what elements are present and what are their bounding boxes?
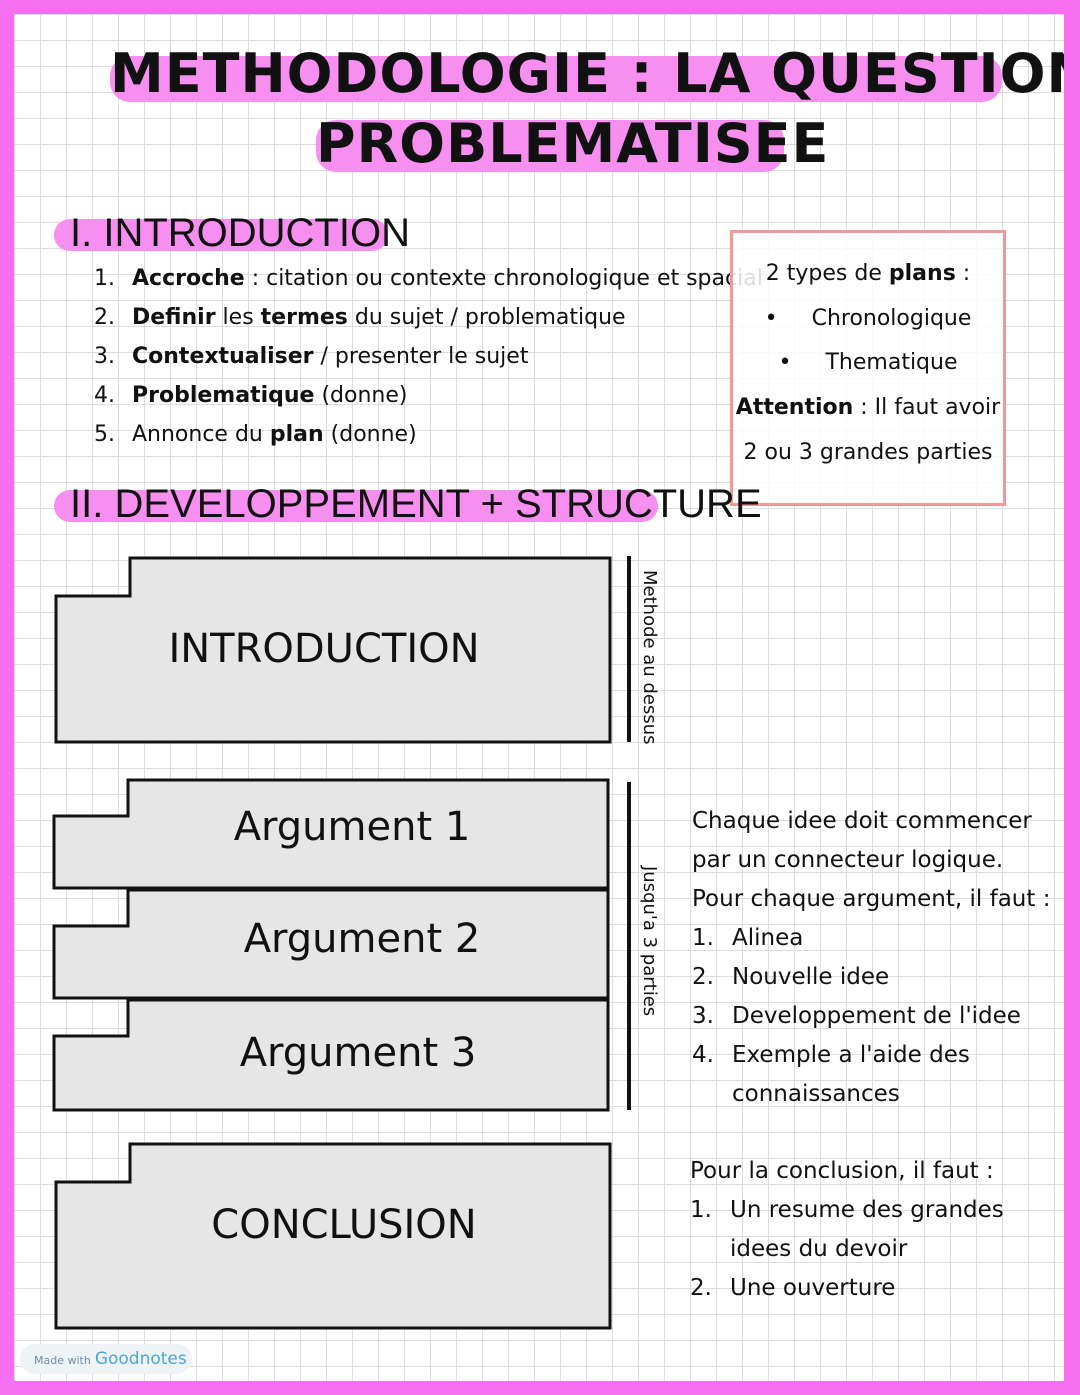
introduction-block-shape [54, 556, 612, 744]
argument-1-block-shape [52, 778, 610, 890]
conclusion-note-line-1: Pour la conclusion, il faut : [690, 1158, 994, 1184]
intro-side-label: Methode au dessus [639, 570, 660, 745]
list-item: 1.Accroche : citation ou contexte chrono… [94, 266, 763, 291]
argument-3-block: Argument 3 [52, 998, 612, 1114]
plans-info-box: 2 types de plans : •Chronologique •Thema… [730, 230, 1006, 506]
arguments-side-line [627, 782, 631, 1110]
title-highlight-2 [316, 120, 784, 172]
arguments-note-line-3: Pour chaque argument, il faut : [692, 886, 1051, 912]
argument-3-label: Argument 3 [239, 1030, 477, 1076]
argument-2-block: Argument 2 [52, 888, 612, 1002]
goodnotes-logo: Goodnotes [94, 1349, 187, 1369]
list-item: 4.Exemple a l'aide des [692, 1042, 970, 1068]
intro-side-line [627, 556, 631, 742]
list-item: 3.Developpement de l'idee [692, 1003, 1021, 1029]
list-item: 1.Alinea [692, 925, 804, 951]
section2-highlight [54, 490, 658, 522]
plans-box-line-5: 2 ou 3 grandes parties [743, 440, 993, 465]
section2-heading: II. DEVELOPPEMENT + STRUCTURE [70, 482, 762, 526]
argument-1-label: Argument 1 [233, 804, 471, 850]
arguments-side-label: Jusqu'a 3 parties [639, 866, 660, 1017]
conclusion-block-label: CONCLUSION [211, 1202, 477, 1248]
page: METHODOLOGIE : LA QUESTION PROBLEMATISEE… [14, 14, 1064, 1381]
introduction-block-label: INTRODUCTION [168, 626, 480, 672]
arguments-note-line-2: par un connecteur logique. [692, 847, 1004, 873]
list-item: 2.Definir les termes du sujet / problema… [94, 305, 626, 330]
list-item-continuation: idees du devoir [730, 1236, 908, 1262]
section1-heading: I. INTRODUCTION [70, 211, 410, 255]
argument-1-block: Argument 1 [52, 778, 612, 892]
list-item: 2.Une ouverture [690, 1275, 896, 1301]
plans-box-attention: Attention : Il faut avoir [735, 395, 1001, 420]
list-item: 4.Problematique (donne) [94, 383, 408, 408]
plans-box-line-1: 2 types de plans : [765, 261, 971, 286]
list-item: 3.Contextualiser / presenter le sujet [94, 344, 529, 369]
list-item: 1.Un resume des grandes [690, 1197, 1004, 1223]
title-highlight-1 [110, 56, 1002, 102]
page-title-line-2: PROBLEMATISEE [316, 112, 830, 175]
page-title-line-1: METHODOLOGIE : LA QUESTION [110, 42, 1064, 105]
plans-box-item-2: •Thematique [778, 350, 958, 375]
argument-2-label: Argument 2 [243, 916, 481, 962]
list-item: 2.Nouvelle idee [692, 964, 890, 990]
section1-highlight [54, 219, 388, 251]
list-item: 5.Annonce du plan (donne) [94, 422, 417, 447]
intro-steps-list: 1.Accroche : citation ou contexte chrono… [94, 266, 763, 466]
conclusion-block: CONCLUSION [54, 1142, 614, 1332]
list-item-continuation: connaissances [732, 1081, 900, 1107]
introduction-block: INTRODUCTION [54, 556, 614, 746]
argument-2-block-shape [52, 888, 610, 1000]
argument-3-block-shape [52, 998, 610, 1112]
plans-box-item-1: •Chronologique [764, 306, 972, 331]
arguments-notes: Chaque idee doit commencer par un connec… [692, 808, 1052, 1128]
conclusion-block-shape [54, 1142, 612, 1330]
conclusion-notes: Pour la conclusion, il faut : 1.Un resum… [690, 1158, 1050, 1328]
arguments-note-line-1: Chaque idee doit commencer [692, 808, 1032, 834]
